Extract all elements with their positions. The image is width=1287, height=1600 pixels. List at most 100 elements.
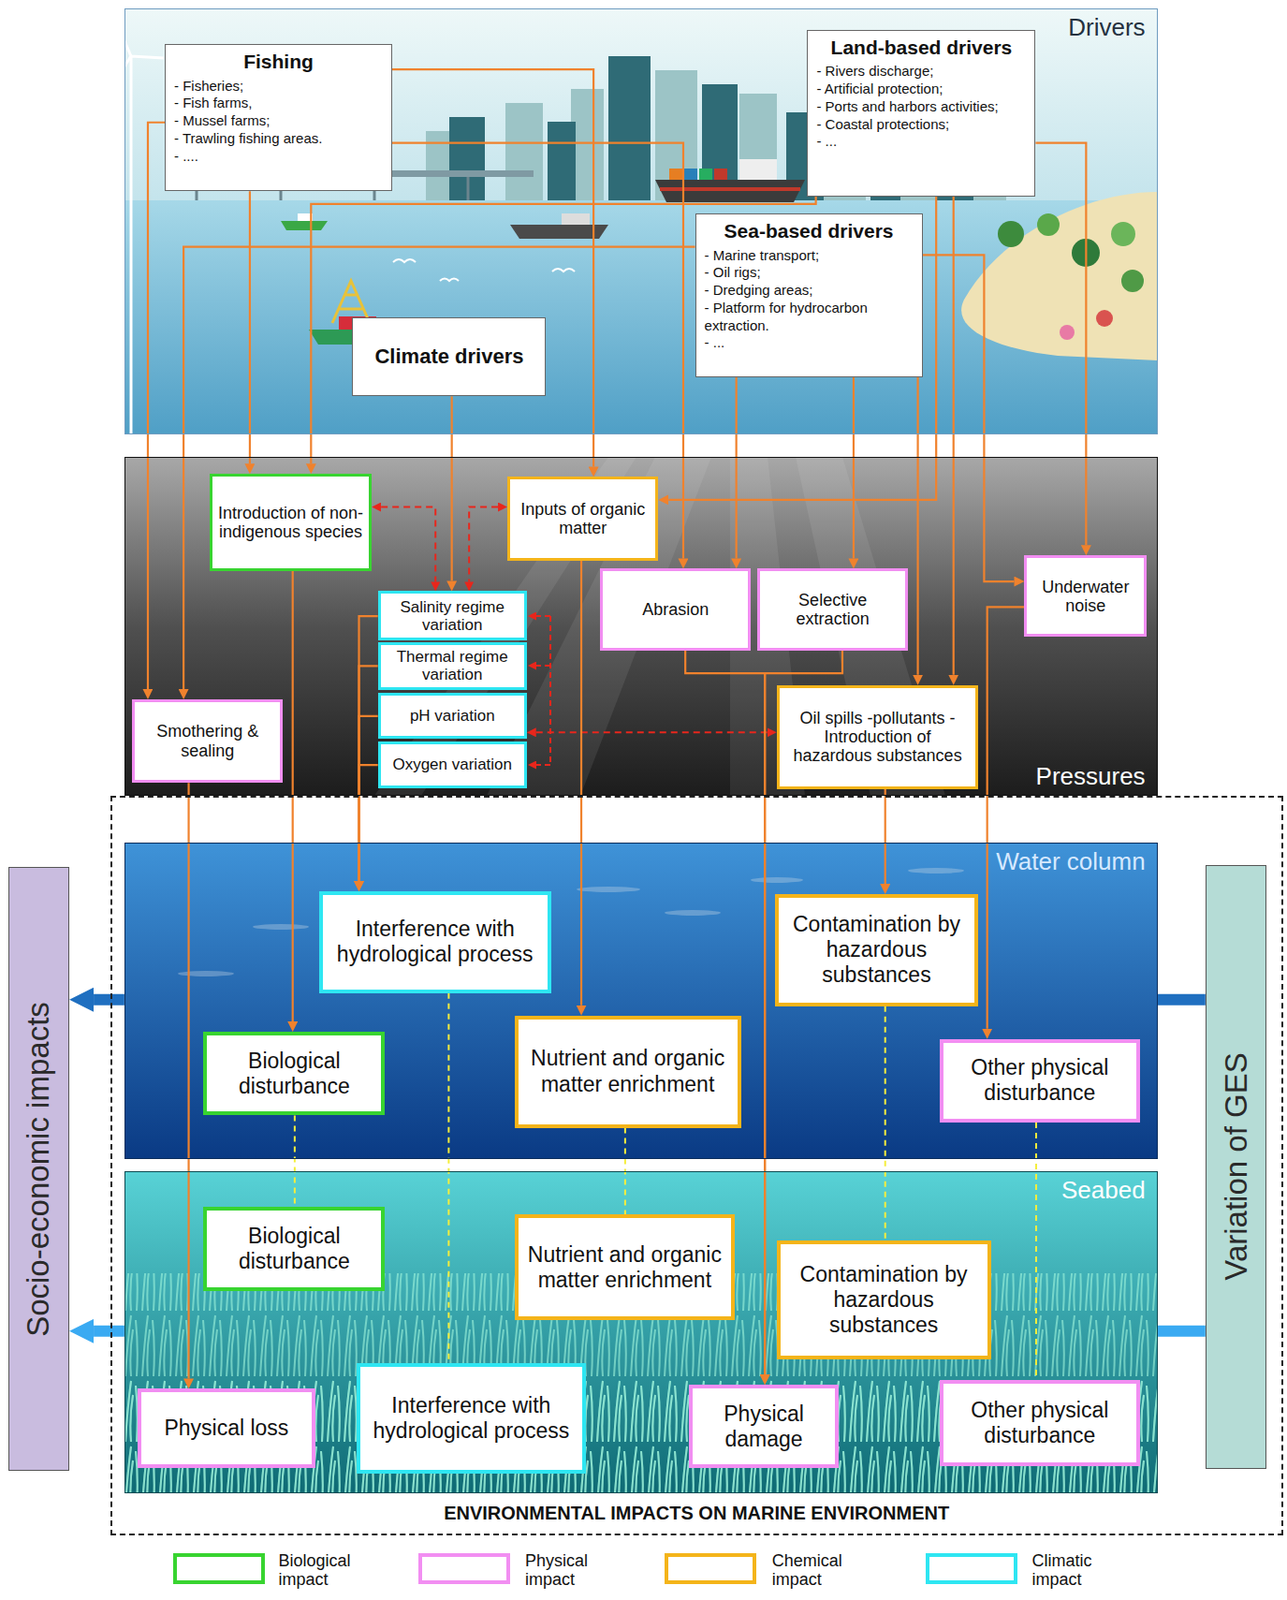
- driver-list-item: - Marine transport;: [704, 247, 914, 265]
- driver-pressure-arrow: [884, 789, 887, 884]
- impact-box: Other physical disturbance: [939, 1038, 1141, 1123]
- impact-box: Contamination by hazardous substances: [775, 893, 980, 1007]
- pressure-box: Oxygen variation: [378, 741, 527, 789]
- impact-box: Biological disturbance: [203, 1206, 385, 1290]
- impacts-region: ENVIRONMENTAL IMPACTS ON MARINE ENVIRONM…: [110, 795, 1284, 1536]
- impact-box: Nutrient and organic matter enrichment: [514, 1015, 742, 1128]
- driver-box: Land-based drivers - Rivers discharge;- A…: [806, 29, 1036, 197]
- interaction-bracket: [536, 615, 551, 765]
- legend-text: Biological impact: [277, 1550, 372, 1589]
- box-label: Abrasion: [642, 599, 709, 619]
- driver-pressure-arrow: [1035, 143, 1086, 546]
- outcome-block-arrow: [1157, 994, 1206, 1006]
- driver-heading: Land-based drivers: [816, 35, 1026, 60]
- interaction-arrow: [468, 507, 498, 583]
- outcome-panel: Socio-economic impacts: [8, 866, 70, 1471]
- interaction-arrow: [536, 731, 768, 733]
- band-label: Pressures: [1036, 761, 1146, 791]
- band-label: ENVIRONMENTAL IMPACTS ON MARINE ENVIRONM…: [112, 1502, 1282, 1524]
- driver-pressure-arrow: [987, 606, 1025, 1028]
- box-label: Smothering & sealing: [140, 721, 275, 760]
- driver-pressure-arrow: [359, 716, 379, 881]
- legend-swatch: [418, 1552, 511, 1584]
- driver-list-item: - Ports and harbors activities;: [816, 98, 1026, 117]
- box-label: Interference with hydrological process: [330, 916, 541, 967]
- driver-list-item: - Coastal protections;: [816, 116, 1026, 134]
- pressure-box: Selective extraction: [757, 568, 908, 650]
- driver-list-item: - Trawling fishing areas.: [174, 130, 383, 148]
- driver-list-item: - ...: [704, 334, 914, 352]
- water-column-illustration: [124, 842, 1158, 1159]
- driver-list-item: - ...: [816, 132, 1026, 151]
- panel-label: Variation of GES: [1218, 1053, 1255, 1281]
- driver-list-item: - ....: [174, 147, 383, 166]
- driver-pressure-arrow: [852, 377, 855, 559]
- driver-pressure-arrow: [147, 122, 165, 689]
- column-seabed-link: [884, 1006, 887, 1242]
- driver-pressure-arrow: [952, 196, 955, 675]
- box-label: Oxygen variation: [392, 755, 512, 774]
- driver-box: Sea-based drivers - Marine transport;- Oi…: [695, 213, 923, 377]
- driver-heading: Fishing: [174, 49, 383, 74]
- driver-list-item: - Dredging areas;: [704, 281, 914, 300]
- band-label: Seabed: [1061, 1175, 1146, 1205]
- drivers-band: DriversFishing- Fisheries;- Fish farms,-…: [124, 8, 1158, 435]
- column-seabed-link: [1035, 1122, 1038, 1380]
- box-label: Oil spills -pollutants - Introduction of…: [785, 708, 971, 765]
- outcome-block-arrow: [1157, 1325, 1206, 1337]
- driver-list-item: - Oil rigs;: [704, 263, 914, 282]
- seabed-illustration: [124, 1170, 1158, 1493]
- seabed-band: SeabedBiological disturbance Nutrient and…: [124, 1170, 1158, 1493]
- driver-heading: Sea-based drivers: [704, 219, 914, 244]
- box-label: Selective extraction: [765, 590, 900, 629]
- driver-pressure-arrow: [359, 615, 379, 881]
- impact-box: Physical damage: [688, 1384, 839, 1468]
- driver-list-item: - Platform for hydrocarbon extraction.: [704, 299, 914, 336]
- driver-pressure-arrow: [735, 377, 738, 559]
- driver-box: Fishing- Fisheries;- Fish farms,- Mussel…: [164, 43, 393, 191]
- driver-list-item: - Fisheries;: [174, 77, 383, 96]
- driver-pressure-arrow: [392, 69, 594, 467]
- legend-swatch: [925, 1552, 1018, 1584]
- box-label: pH variation: [409, 706, 496, 725]
- box-label: Underwater noise: [1032, 577, 1139, 615]
- pressures-illustration: [124, 456, 1158, 796]
- box-label: Other physical disturbance: [950, 1397, 1129, 1448]
- box-label: Interference with hydrological process: [367, 1392, 575, 1444]
- impact-box: Interference with hydrological process: [319, 891, 552, 994]
- pressure-box: Salinity regime variation: [378, 590, 527, 640]
- pressure-box: Introduction of non-indigenous species: [209, 473, 372, 571]
- pressure-box: Oil spills -pollutants - Introduction of…: [776, 685, 980, 790]
- driver-box: Climate drivers: [351, 317, 546, 396]
- pressure-box: Smothering & sealing: [131, 699, 283, 783]
- box-label: Contamination by hazardous substances: [788, 1261, 980, 1338]
- box-label: Biological disturbance: [214, 1223, 374, 1274]
- driver-pressure-arrow: [248, 190, 251, 464]
- impact-box: Biological disturbance: [203, 1031, 385, 1115]
- pressure-box: Inputs of organic matter: [507, 476, 659, 560]
- box-label: Physical loss: [163, 1415, 289, 1441]
- pressures-band: Pressures Introduction of non-indigenous …: [124, 456, 1158, 796]
- box-label: Nutrient and organic matter enrichment: [526, 1242, 724, 1293]
- box-label: Physical damage: [700, 1401, 828, 1452]
- driver-pressure-arrow: [359, 764, 379, 881]
- impact-box: Physical loss: [137, 1388, 317, 1468]
- driver-pressure-arrow: [580, 560, 583, 1006]
- impact-box: Interference with hydrological process: [356, 1362, 586, 1474]
- box-label: Inputs of organic matter: [515, 499, 650, 538]
- pressure-box: Thermal regime variation: [378, 642, 527, 690]
- driver-list-item: - Rivers discharge;: [816, 62, 1026, 81]
- driver-list-item: - Mussel farms;: [174, 112, 383, 131]
- band-label: Drivers: [1067, 13, 1145, 43]
- outcome-block-arrow: [93, 1325, 125, 1337]
- band-label: Water column: [995, 847, 1145, 877]
- driver-pressure-arrow: [451, 395, 454, 581]
- driver-list-item: - Artificial protection;: [816, 80, 1026, 99]
- box-label: Other physical disturbance: [950, 1054, 1129, 1106]
- legend-swatch: [173, 1552, 265, 1584]
- box-label: Salinity regime variation: [386, 598, 519, 634]
- driver-pressure-arrow: [922, 254, 1015, 582]
- driver-pressure-arrow: [668, 196, 936, 500]
- impact-box: Other physical disturbance: [939, 1379, 1141, 1467]
- box-label: Biological disturbance: [214, 1048, 374, 1099]
